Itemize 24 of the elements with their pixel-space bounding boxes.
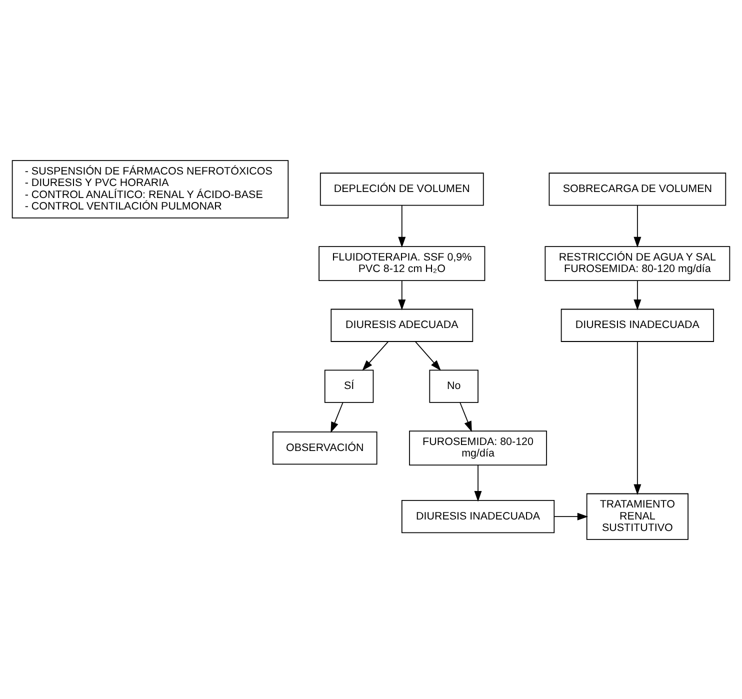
node-box: RESTRICCIÓN DE AGUA Y SAL FUROSEMIDA: 80-120 mg/día <box>544 246 730 281</box>
node-box: - SUSPENSIÓN DE FÁRMACOS NEFROTÓXICOS - DIURESIS Y PVC HORARIA - CONTROL ANALÍTICO: RENAL Y ÁCIDO-BASE - CONTROL VENTILACIÓN PULMONAR <box>12 160 289 218</box>
node-box: FUROSEMIDA: 80-120 mg/día <box>409 430 547 466</box>
node-box: SÍ <box>324 369 374 402</box>
arrow <box>634 204 642 248</box>
node-box: FLUIDOTERAPIA. SSF 0,9% PVC 8-12 cm H₂O <box>318 246 486 281</box>
arrow <box>398 204 406 248</box>
node-box: DEPLECIÓN DE VOLUMEN <box>320 172 484 206</box>
arrow <box>554 512 588 520</box>
arrow <box>634 340 642 495</box>
arrow <box>398 280 406 310</box>
node-box: OBSERVACIÓN <box>272 431 378 464</box>
arrow <box>330 402 344 432</box>
arrow <box>460 402 472 432</box>
node-box: DIURESIS ADECUADA <box>330 308 474 342</box>
node-box: TRATAMIENTO RENAL SUSTITUTIVO <box>586 492 688 540</box>
node-box: SOBRECARGA DE VOLUMEN <box>548 172 726 206</box>
arrow <box>362 340 388 370</box>
arrow <box>474 464 482 502</box>
node-box: No <box>429 369 478 402</box>
arrow <box>634 280 642 310</box>
node-box: DIURESIS INADECUADA <box>560 308 714 342</box>
arrow <box>415 340 441 370</box>
node-box: DIURESIS INADECUADA <box>401 500 555 533</box>
